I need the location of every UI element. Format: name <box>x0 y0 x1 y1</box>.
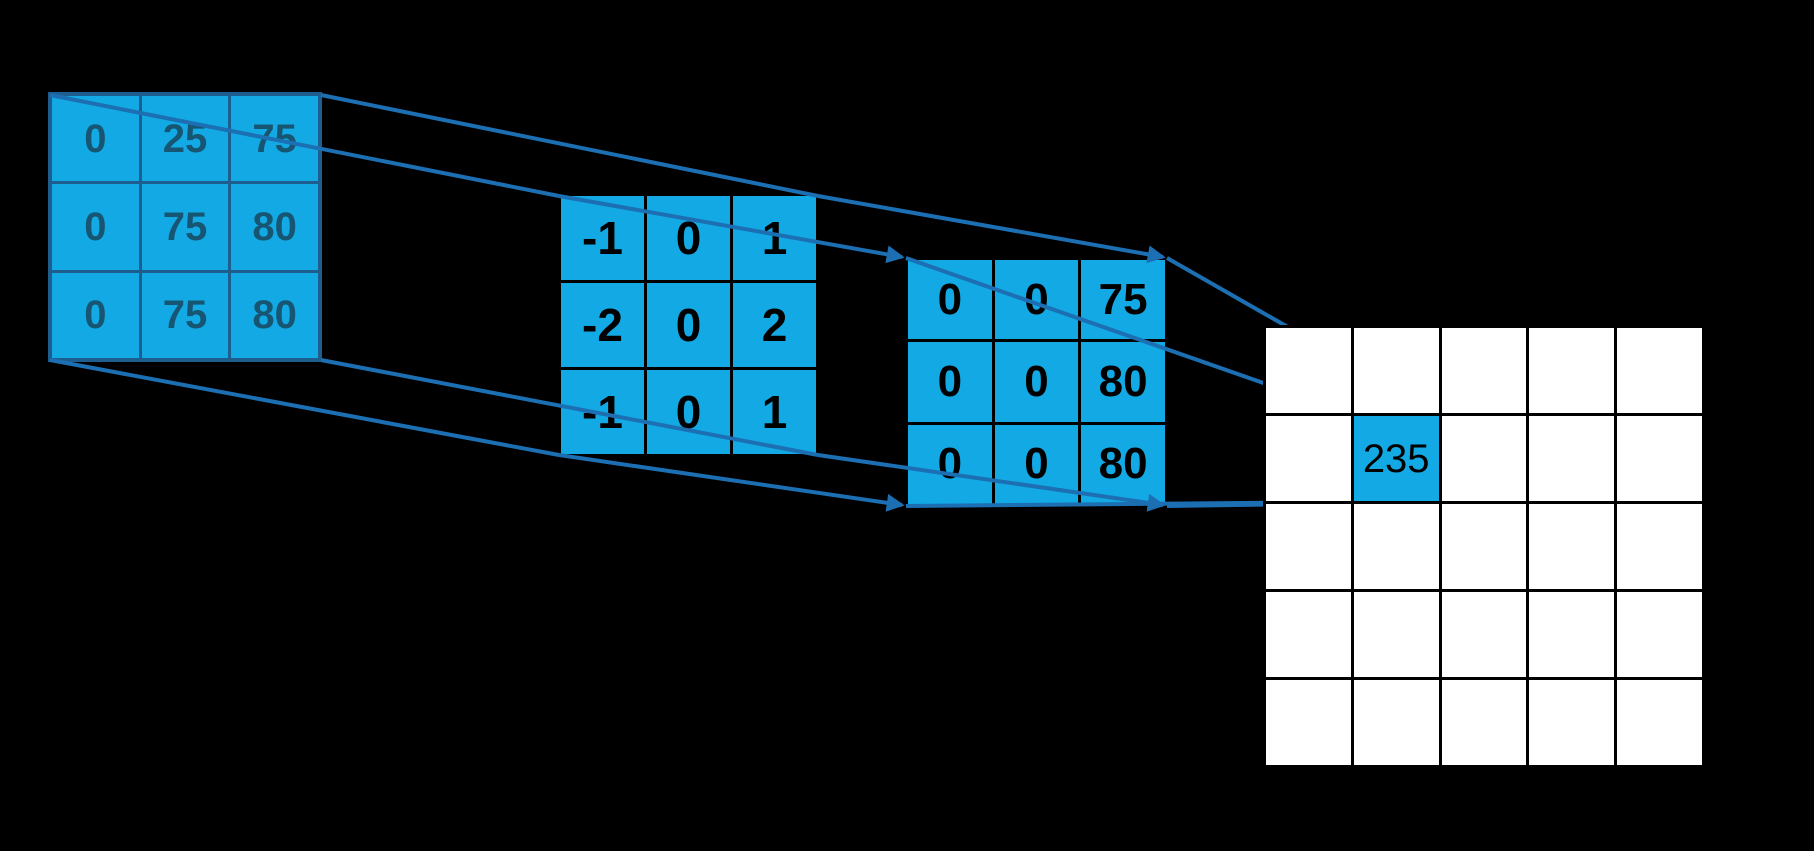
output-cell <box>1266 328 1351 413</box>
kernel-cell: 2 <box>733 283 816 367</box>
kernel-cell: 0 <box>647 370 730 454</box>
product-cell: 0 <box>994 260 1079 340</box>
kernel-cell: 0 <box>647 283 730 367</box>
output-cell <box>1529 328 1615 413</box>
input-cell: 25 <box>141 96 229 182</box>
input-cell: 0 <box>52 96 139 182</box>
product-cell: 80 <box>1081 342 1165 422</box>
output-cell <box>1529 680 1615 765</box>
output-cell <box>1353 328 1439 413</box>
output-cell <box>1266 416 1351 501</box>
kernel-cell: 0 <box>647 196 730 280</box>
output-cell <box>1441 680 1527 765</box>
product-cell: 0 <box>908 342 992 422</box>
input-patch-matrix: 0 25 75 0 75 80 0 75 80 <box>48 92 322 362</box>
output-cell <box>1353 504 1439 589</box>
kernel-cell: -1 <box>561 196 644 280</box>
kernel-cell: -2 <box>561 283 644 367</box>
output-cell <box>1266 592 1351 677</box>
output-cell <box>1441 592 1527 677</box>
output-cell <box>1441 328 1527 413</box>
output-cell <box>1353 680 1439 765</box>
output-cell <box>1617 592 1702 677</box>
input-cell: 80 <box>231 184 318 270</box>
output-cell <box>1529 416 1615 501</box>
output-cell <box>1266 504 1351 589</box>
product-cell: 0 <box>908 260 992 340</box>
product-cell: 0 <box>994 424 1079 504</box>
output-cell <box>1441 504 1527 589</box>
output-cell <box>1617 504 1702 589</box>
product-cell: 80 <box>1081 424 1165 504</box>
input-cell: 75 <box>141 184 229 270</box>
input-cell: 0 <box>52 184 139 270</box>
product-cell: 0 <box>994 342 1079 422</box>
kernel-matrix: -1 0 1 -2 0 2 -1 0 1 <box>558 193 819 457</box>
output-grid: 235 <box>1263 325 1705 768</box>
input-cell: 75 <box>231 96 318 182</box>
product-cell: 0 <box>908 424 992 504</box>
input-cell: 80 <box>231 272 318 358</box>
output-cell <box>1353 592 1439 677</box>
product-matrix: 0 0 75 0 0 80 0 0 80 <box>905 257 1168 507</box>
kernel-cell: 1 <box>733 196 816 280</box>
output-cell <box>1617 328 1702 413</box>
input-cell: 75 <box>141 272 229 358</box>
product-cell: 75 <box>1081 260 1165 340</box>
output-cell <box>1529 592 1615 677</box>
input-cell: 0 <box>52 272 139 358</box>
output-cell <box>1266 680 1351 765</box>
output-cell <box>1441 416 1527 501</box>
output-cell <box>1617 416 1702 501</box>
output-cell <box>1529 504 1615 589</box>
output-cell-highlight: 235 <box>1353 416 1439 501</box>
kernel-cell: 1 <box>733 370 816 454</box>
kernel-cell: -1 <box>561 370 644 454</box>
output-cell <box>1617 680 1702 765</box>
